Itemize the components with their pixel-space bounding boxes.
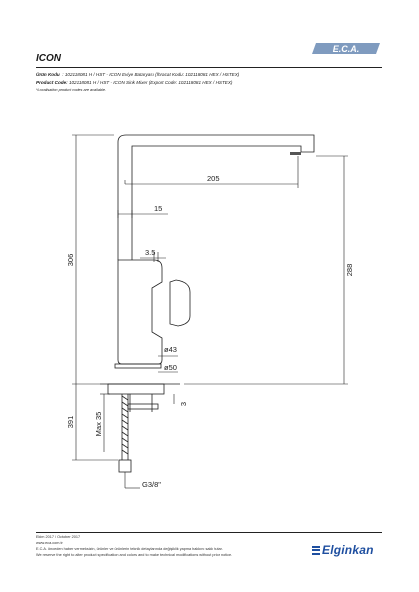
eca-logo-text: E.C.A. (333, 44, 360, 54)
lever-handle (169, 279, 191, 327)
product-code-en-value: 102118081 H / HST - ICON Sink Mixer (Exp… (68, 80, 233, 85)
footer-url: www.eca.com.tr (36, 541, 63, 545)
fixing-nut (127, 403, 159, 410)
eca-logo: E.C.A. (312, 41, 382, 56)
thread-size: G3/8" (142, 480, 161, 489)
footer-disclaimer-tr: E.C.A. önceden haber vermeksizin, ürünle… (36, 547, 223, 551)
base-flange (114, 363, 162, 369)
dimension-306: 306 (66, 254, 75, 267)
dimension-max-35: Max 35 (94, 412, 103, 437)
localisation-note: *Localisation product codes are availabl… (36, 88, 107, 92)
dimension-288: 288 (345, 264, 354, 277)
footer-date: Ekim 2017 / October 2017 (36, 535, 81, 539)
dimension-205: 205 (207, 174, 220, 183)
product-code-tr: Ürün Kodu : 102118081 H / HST - ICON Evi… (36, 72, 239, 77)
footer-divider (36, 532, 382, 533)
dimension-diameter-43: ø43 (164, 345, 177, 354)
elginkan-mark-icon (312, 545, 320, 555)
dimension-diameter-50: ø50 (164, 363, 177, 372)
header-divider (36, 67, 382, 68)
product-code-tr-label: Ürün Kodu (36, 72, 60, 77)
product-code-en: Product Code: 102118081 H / HST - ICON S… (36, 80, 232, 85)
dimension-391: 391 (66, 416, 75, 429)
mixer-body (117, 259, 163, 365)
product-title: ICON (36, 53, 61, 64)
spout (117, 134, 315, 260)
flexible-hose (118, 394, 132, 473)
aerator (290, 152, 301, 155)
elginkan-logo-text: Elginkan (322, 543, 374, 557)
product-code-tr-value: : 102118081 H / HST - ICON Eviye Batarya… (62, 72, 240, 77)
counter-top (107, 383, 165, 395)
product-code-en-label: Product Code: (36, 80, 68, 85)
dimension-3-5: 3.5 (145, 248, 155, 257)
footer-disclaimer-en: We reserve the right to alter product sp… (36, 553, 233, 557)
elginkan-logo: Elginkan (312, 543, 374, 557)
dimension-3: 3 (179, 402, 188, 406)
dimension-15: 15 (154, 204, 162, 213)
